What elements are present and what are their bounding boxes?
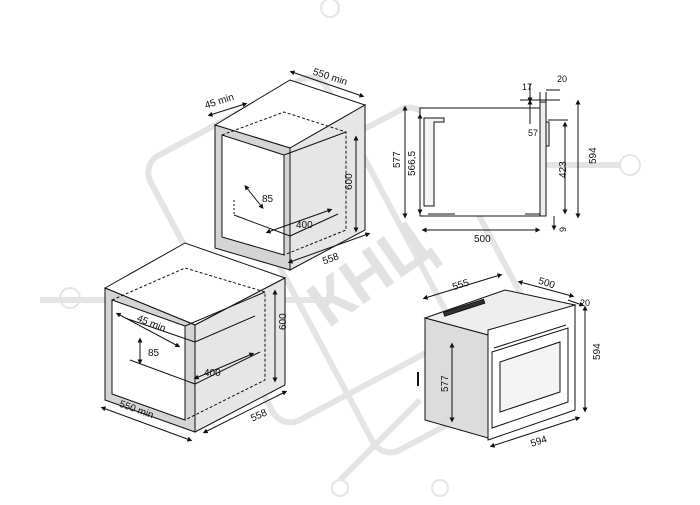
lower-inner-depth-label: 400 bbox=[204, 368, 221, 379]
lower-niche bbox=[100, 242, 288, 442]
side-inner-height-label: 566,5 bbox=[407, 151, 418, 176]
side-mount-height-label: 423 bbox=[558, 161, 569, 178]
lower-height-label: 600 bbox=[278, 313, 289, 330]
side-bottom-offset-label: 9 bbox=[558, 227, 568, 232]
side-body bbox=[419, 107, 541, 217]
upper-height-label: 600 bbox=[344, 173, 355, 190]
side-overall-height-label: 577 bbox=[392, 151, 403, 168]
side-handle-offset-label: 57 bbox=[528, 128, 538, 138]
persp-front-width-label: 594 bbox=[529, 434, 549, 450]
lower-inner-height-label: 85 bbox=[148, 348, 160, 359]
perspective-view bbox=[417, 273, 588, 448]
side-door-thickness-label: 17 bbox=[522, 82, 532, 92]
side-view bbox=[402, 84, 581, 233]
lower-width-label: 558 bbox=[249, 407, 269, 424]
persp-front-height-label: 594 bbox=[592, 343, 603, 360]
side-panel-thickness-label: 20 bbox=[557, 74, 567, 84]
upper-inner-height-label: 85 bbox=[262, 194, 274, 205]
side-front-height-label: 594 bbox=[588, 147, 599, 164]
persp-width-label: 555 bbox=[451, 277, 471, 293]
oven-side bbox=[424, 317, 489, 439]
persp-depth-label: 500 bbox=[537, 276, 557, 292]
oven-window bbox=[499, 341, 561, 413]
persp-panel-label: 20 bbox=[580, 298, 590, 308]
persp-body-height-label: 577 bbox=[440, 375, 451, 392]
side-depth-label: 500 bbox=[474, 234, 491, 245]
upper-inner-depth-label: 400 bbox=[296, 220, 313, 231]
side-door bbox=[539, 101, 547, 217]
upper-niche bbox=[207, 70, 371, 271]
